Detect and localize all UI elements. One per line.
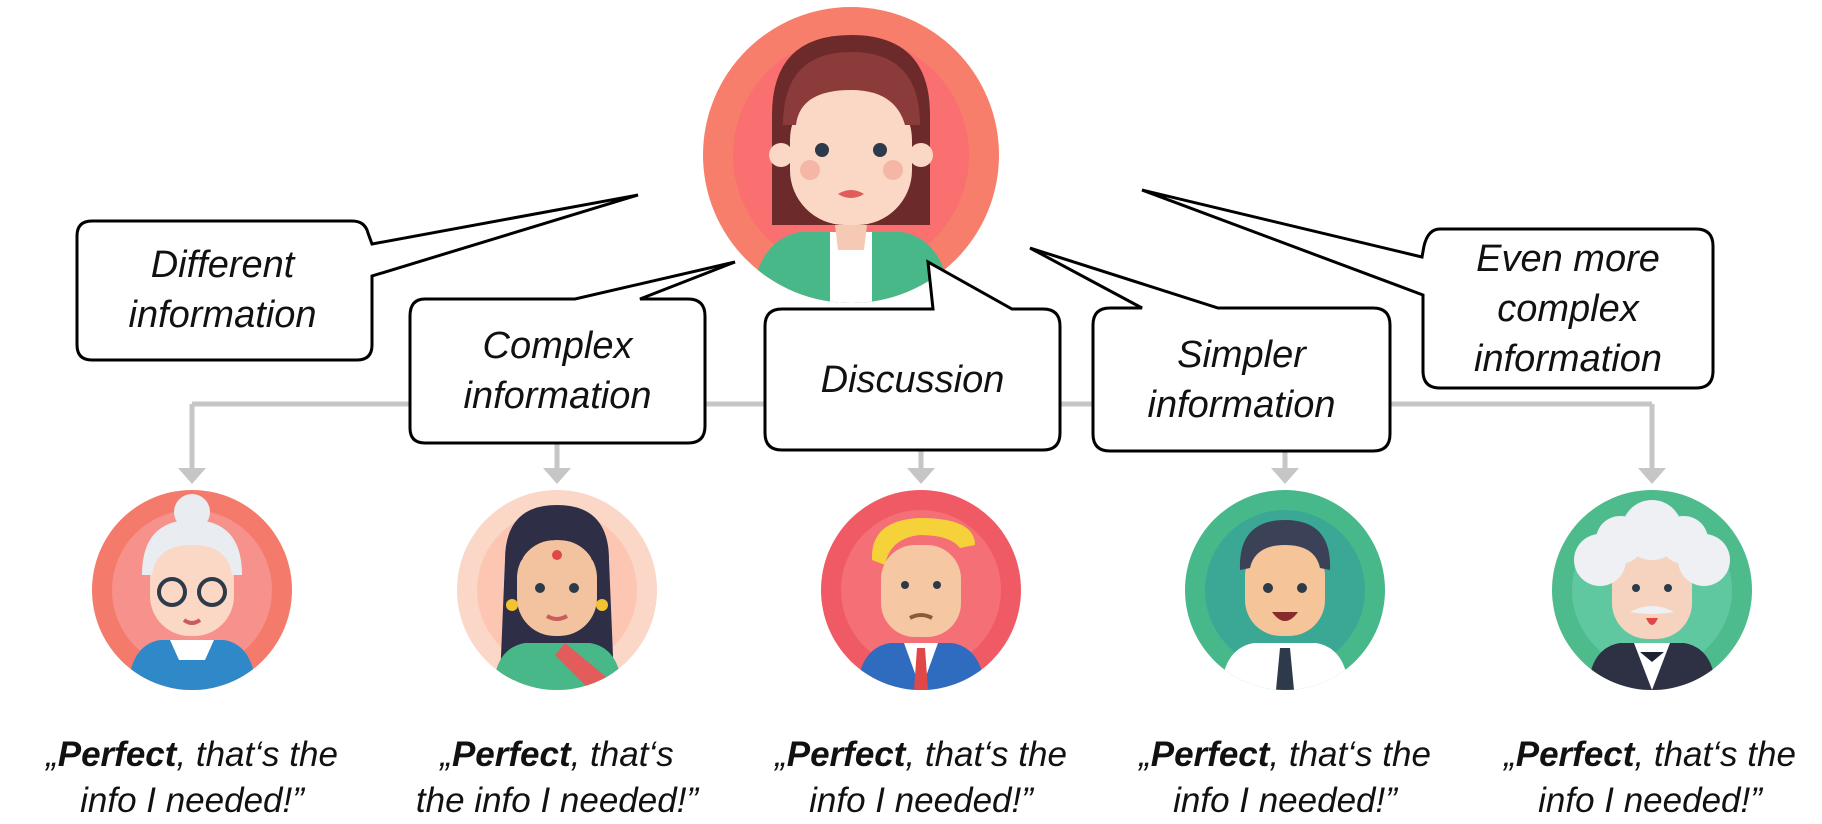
woman-presenter-icon	[703, 7, 999, 303]
bubble-discussion	[763, 259, 1062, 452]
bubble-text-simpler: Simpler information	[1147, 334, 1336, 426]
arrowhead-4	[1271, 468, 1299, 484]
bubble-complex	[408, 260, 736, 445]
scientist-icon	[1552, 490, 1752, 690]
bubble-text-different: Different information	[128, 244, 317, 336]
bubble-different	[75, 193, 639, 362]
arrowhead-3	[907, 468, 935, 484]
businessman-icon	[1185, 490, 1385, 690]
bubble-even-more	[1141, 188, 1715, 390]
bubble-text-complex: Complex information	[463, 325, 652, 417]
indian-woman-icon	[457, 490, 657, 690]
grandmother-icon	[92, 490, 292, 690]
arrowhead-1	[178, 468, 206, 484]
bubble-text-discussion: Discussion	[820, 359, 1005, 401]
blond-man-icon	[821, 490, 1021, 690]
bubble-text-even-more: Even more complex information	[1474, 238, 1662, 380]
arrowhead-5	[1638, 468, 1666, 484]
bubble-simpler	[1029, 246, 1392, 453]
connector-arrowheads	[178, 468, 1666, 484]
arrowhead-2	[543, 468, 571, 484]
